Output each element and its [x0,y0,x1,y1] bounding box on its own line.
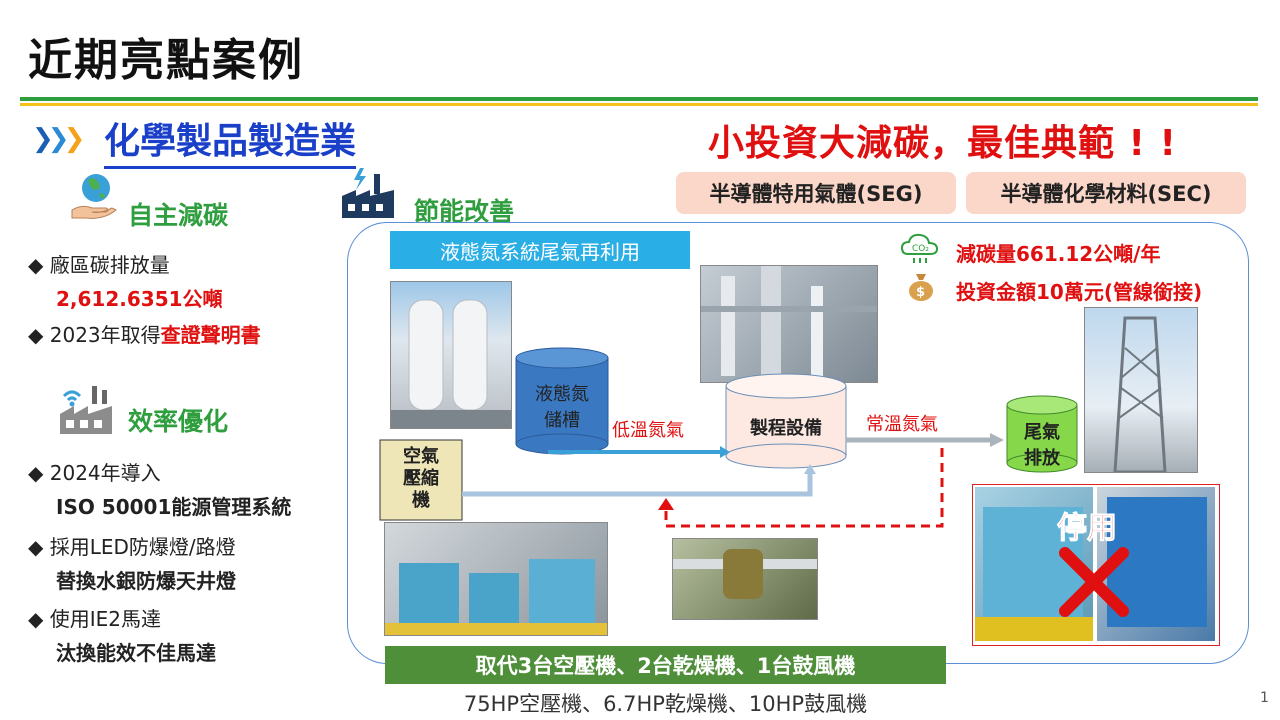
page-title: 近期亮點案例 [28,35,304,86]
list-item-text: 廠區碳排放量 [49,253,170,277]
diamond-bullet-icon: ◆ [28,461,44,485]
system-title: 液態氮系統尾氣再利用 [390,231,690,269]
list-item-detail: 汰換能效不佳馬達 [56,641,216,665]
process-equipment-label: 製程設備 [750,418,822,439]
stopped-label: 停用 [1057,511,1118,547]
svg-text:CO₂: CO₂ [912,244,929,254]
low-temp-nitrogen-label: 低溫氮氣 [612,420,684,441]
stopped-equipment-frame: 停用 [972,484,1220,646]
compressor-arrow [462,470,813,497]
carbon-reduction-metric: 減碳量661.12公噸/年 [956,242,1161,266]
exhaust-label: 尾氣 排放 [1024,422,1060,469]
verification-statement: 查證聲明書 [160,323,261,347]
tag-sec: 半導體化學材料(SEC) [966,172,1246,214]
chevron-right-icon: ❯❯❯ [32,124,85,154]
list-item-text: 2023年取得 [49,323,161,347]
low-temp-arrow [548,450,722,454]
tank-label: 液態氮 儲槽 [535,384,589,431]
industry-title: 化學製品製造業 [104,112,357,169]
money-bag-icon: $ [906,270,936,302]
list-item: ◆ 廠區碳排放量 [28,250,170,280]
list-item-text: 採用LED防爆燈/路燈 [49,535,236,559]
page-number: 1 [1260,690,1269,706]
nitrogen-storage-tank [515,347,609,455]
tag-seg: 半導體特用氣體(SEG) [676,172,956,214]
diamond-bullet-icon: ◆ [28,323,44,347]
process-equipment-cylinder [725,373,847,469]
recycle-dashed-arrow [664,448,944,528]
header-divider-green [20,97,1258,101]
replacement-banner: 取代3台空壓機、2台乾燥機、1台鼓風機 [385,646,946,684]
list-item: ◆ 採用LED防爆燈/路燈 [28,532,236,562]
section-heading-energy-improvement: 節能改善 [414,197,515,226]
header-divider-yellow [20,103,1258,106]
air-compressor-photo [384,522,608,636]
nitrogen-tank-photo [390,281,512,429]
exhaust-tank [1006,395,1078,473]
factory-energy-icon [340,164,394,218]
diamond-bullet-icon: ◆ [28,607,44,631]
diamond-bullet-icon: ◆ [28,535,44,559]
co2-cloud-icon: CO₂ [900,232,940,264]
old-compressor-photo [975,487,1093,641]
carbon-emission-value: 2,612.6351公噸 [56,287,223,311]
earth-hand-icon [66,170,120,220]
compressor-box [379,439,463,521]
process-equipment-photo [700,265,878,383]
list-item-text: 使用IE2馬達 [49,607,162,631]
compressor-label: 空氣 壓縮 機 [403,446,439,511]
diamond-bullet-icon: ◆ [28,253,44,277]
list-item-detail: ISO 50001能源管理系統 [56,495,292,519]
smart-factory-icon [58,380,112,434]
room-temp-nitrogen-label: 常溫氮氣 [866,414,938,435]
cross-icon [1059,547,1129,617]
svg-text:$: $ [916,285,925,300]
pipeline-photo [672,538,818,620]
slogan: 小投資大減碳，最佳典範 ! ! [708,123,1177,164]
list-item-detail: 替換水銀防爆天井燈 [56,569,236,593]
replacement-note: 75HP空壓機、6.7HP乾燥機、10HP鼓風機 [463,692,868,716]
list-item: ◆ 2023年取得查證聲明書 [28,320,261,350]
list-item: ◆ 2024年導入 [28,458,161,488]
section-heading-efficiency: 效率優化 [128,407,229,436]
section-heading-self-reduction: 自主減碳 [128,201,229,230]
exhaust-tower-photo [1084,307,1198,473]
flow-diagram [379,347,1004,528]
investment-metric: 投資金額10萬元(管線銜接) [956,280,1203,304]
list-item-text: 2024年導入 [49,461,161,485]
list-item: ◆ 使用IE2馬達 [28,604,161,634]
